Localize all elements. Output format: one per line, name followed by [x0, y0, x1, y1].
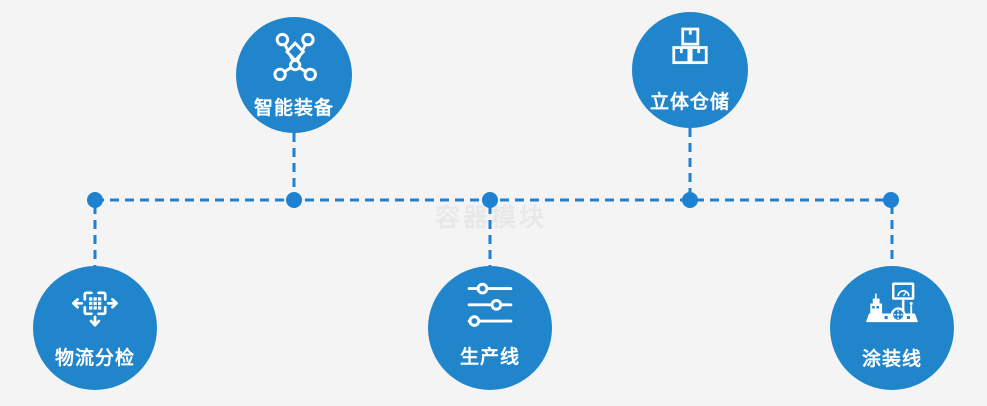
node-painting-line[interactable]: 涂装线 — [830, 266, 954, 390]
junction-dot — [87, 192, 103, 208]
junction-dot — [286, 192, 302, 208]
sorting-arrows-icon — [65, 276, 125, 336]
node-label: 生产线 — [459, 347, 520, 368]
node-logistics-sorting[interactable]: 物流分检 — [33, 266, 157, 390]
network-nodes-icon — [265, 28, 323, 86]
stacked-boxes-icon — [662, 24, 718, 80]
node-label: 立体仓储 — [649, 92, 730, 113]
machine-monitor-icon — [861, 275, 923, 337]
junction-dot — [682, 192, 698, 208]
node-label: 涂装线 — [861, 349, 922, 370]
junction-dot — [883, 192, 899, 208]
node-stereoscopic-warehouse[interactable]: 立体仓储 — [632, 12, 748, 128]
node-intelligent-equipment[interactable]: 智能装备 — [236, 17, 352, 133]
node-label: 智能装备 — [253, 98, 334, 119]
node-production-line[interactable]: 生产线 — [428, 266, 552, 390]
node-label: 物流分检 — [54, 348, 135, 369]
sliders-icon — [461, 277, 519, 335]
junction-dot — [482, 192, 498, 208]
